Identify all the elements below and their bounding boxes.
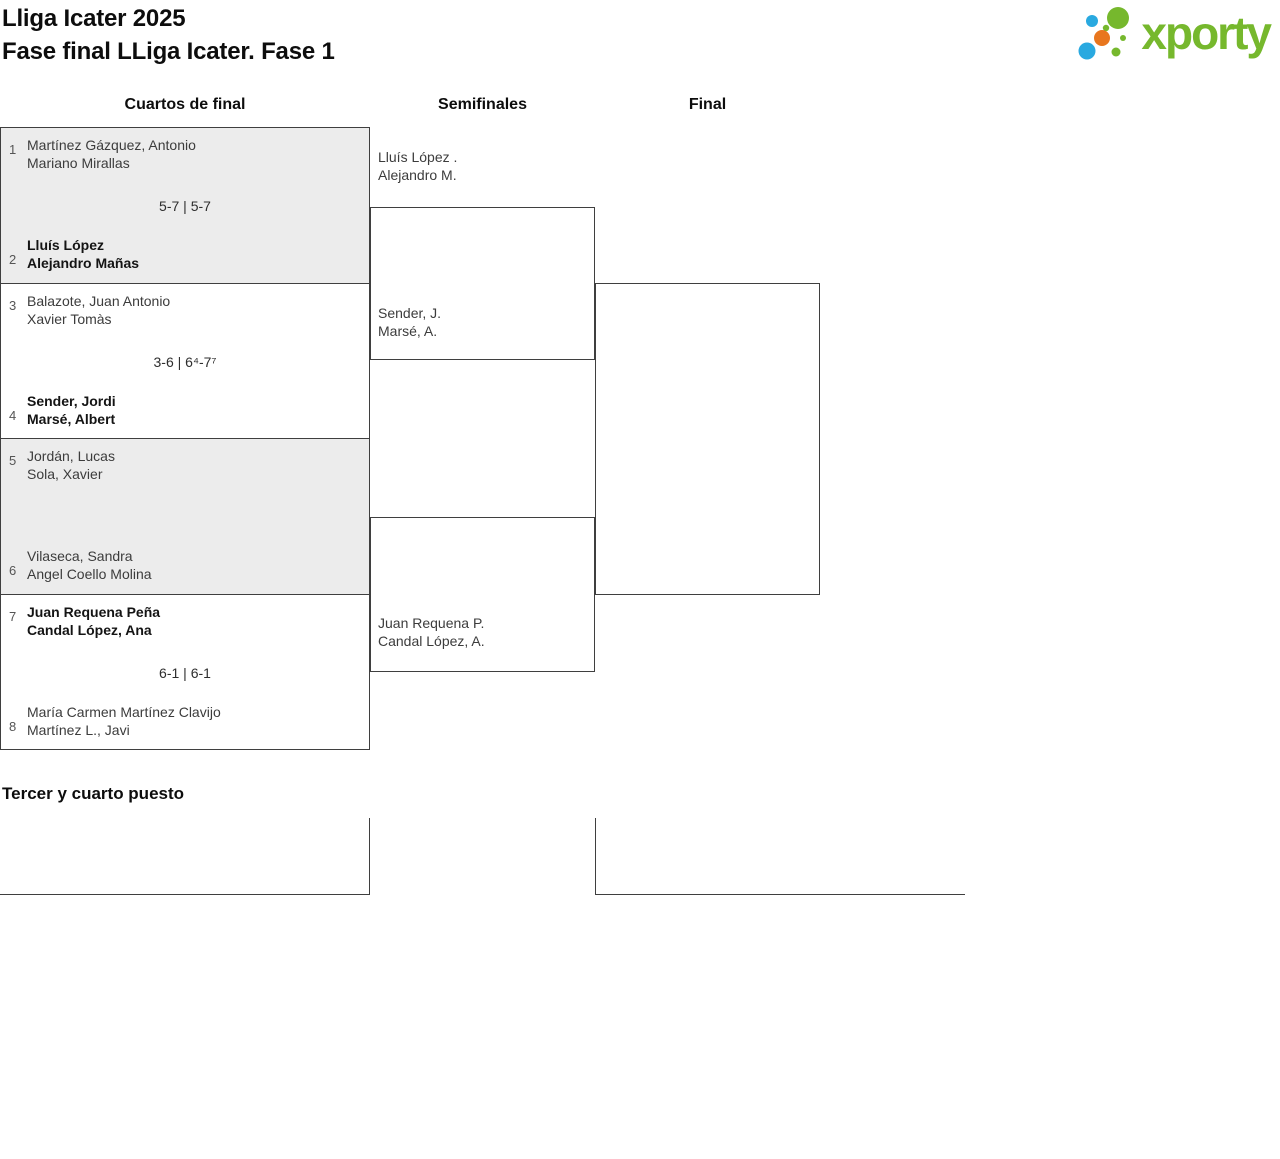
player-name: Alejandro Mañas [27,255,140,271]
quarterfinal-match-3[interactable]: 5 Jordán, Lucas Sola, Xavier 6 Vilaseca,… [0,438,370,595]
player-name: Mariano Mirallas [27,155,130,171]
team-name-winner: Juan Requena Peña Candal López, Ana [27,603,361,639]
quarterfinal-match-4[interactable]: 7 Juan Requena Peña Candal López, Ana 6-… [0,594,370,750]
seed-number: 4 [9,408,17,423]
player-name: Marsé, Albert [27,411,116,427]
xporty-wordmark: xporty [1141,7,1272,59]
third-place-heading: Tercer y cuarto puesto [2,784,185,803]
seed-number: 1 [9,142,17,157]
match-score: 6-1 | 6-1 [159,665,211,681]
xporty-logo[interactable]: xporty [1069,0,1272,66]
quarterfinal-match-2[interactable]: 3 Balazote, Juan Antonio Xavier Tomàs 3-… [0,283,370,439]
semifinal1-slot-bottom: Sender, J. Marsé, A. [378,304,590,340]
seed-number: 3 [9,298,17,313]
round-header-quarterfinals: Cuartos de final [124,96,246,113]
player-name: Candal López, Ana [27,622,152,638]
player-name: Angel Coello Molina [27,566,152,582]
match-score: 5-7 | 5-7 [159,198,211,214]
round-header-semifinals: Semifinales [438,96,527,113]
player-name: Sola, Xavier [27,466,103,482]
third-place-winner-slot[interactable] [595,818,965,895]
player-name: Candal López, A. [378,633,485,649]
player-name: Lluís López . [378,149,458,165]
semifinal-match-2[interactable] [370,517,595,672]
player-name: Juan Requena P. [378,615,485,631]
player-name: Alejandro M. [378,167,457,183]
player-name: Xavier Tomàs [27,311,112,327]
seed-number: 7 [9,609,17,624]
team-name: Jordán, Lucas Sola, Xavier [27,447,361,483]
player-name: María Carmen Martínez Clavijo [27,704,221,720]
seed-number: 2 [9,252,17,267]
team-name: Martínez Gázquez, Antonio Mariano Mirall… [27,136,361,172]
team-name: Vilaseca, Sandra Angel Coello Molina [27,547,361,583]
quarterfinal-match-1[interactable]: 1 Martínez Gázquez, Antonio Mariano Mira… [0,127,370,284]
semifinal-match-1[interactable] [370,207,595,360]
team-name-winner: Lluís López Alejandro Mañas [27,236,361,272]
player-name: Marsé, A. [378,323,438,339]
page-subtitle: Fase final LLiga Icater. Fase 1 [2,38,335,65]
player-name: Juan Requena Peña [27,604,161,620]
player-name: Sender, Jordi [27,393,116,409]
team-name: María Carmen Martínez Clavijo Martínez L… [27,703,361,739]
match-score: 3-6 | 6⁴-7⁷ [153,354,217,370]
seed-number: 6 [9,563,17,578]
round-header-final: Final [688,96,727,113]
team-name-winner: Sender, Jordi Marsé, Albert [27,392,361,428]
seed-number: 8 [9,719,17,734]
player-name: Martínez L., Javi [27,722,130,738]
semifinal2-slot-bottom: Juan Requena P. Candal López, A. [378,614,590,650]
semifinal1-slot-top: Lluís López . Alejandro M. [378,148,590,184]
player-name: Balazote, Juan Antonio [27,293,171,309]
player-name: Vilaseca, Sandra [27,548,133,564]
team-name: Balazote, Juan Antonio Xavier Tomàs [27,292,361,328]
seed-number: 5 [9,453,17,468]
page-title: Lliga Icater 2025 [2,5,186,32]
final-match[interactable] [595,283,820,595]
player-name: Martínez Gázquez, Antonio [27,137,196,153]
third-place-match-slot[interactable] [0,818,370,895]
player-name: Jordán, Lucas [27,448,115,464]
xporty-logo-dots-icon [1078,7,1130,60]
player-name: Sender, J. [378,305,442,321]
player-name: Lluís López [27,237,104,253]
